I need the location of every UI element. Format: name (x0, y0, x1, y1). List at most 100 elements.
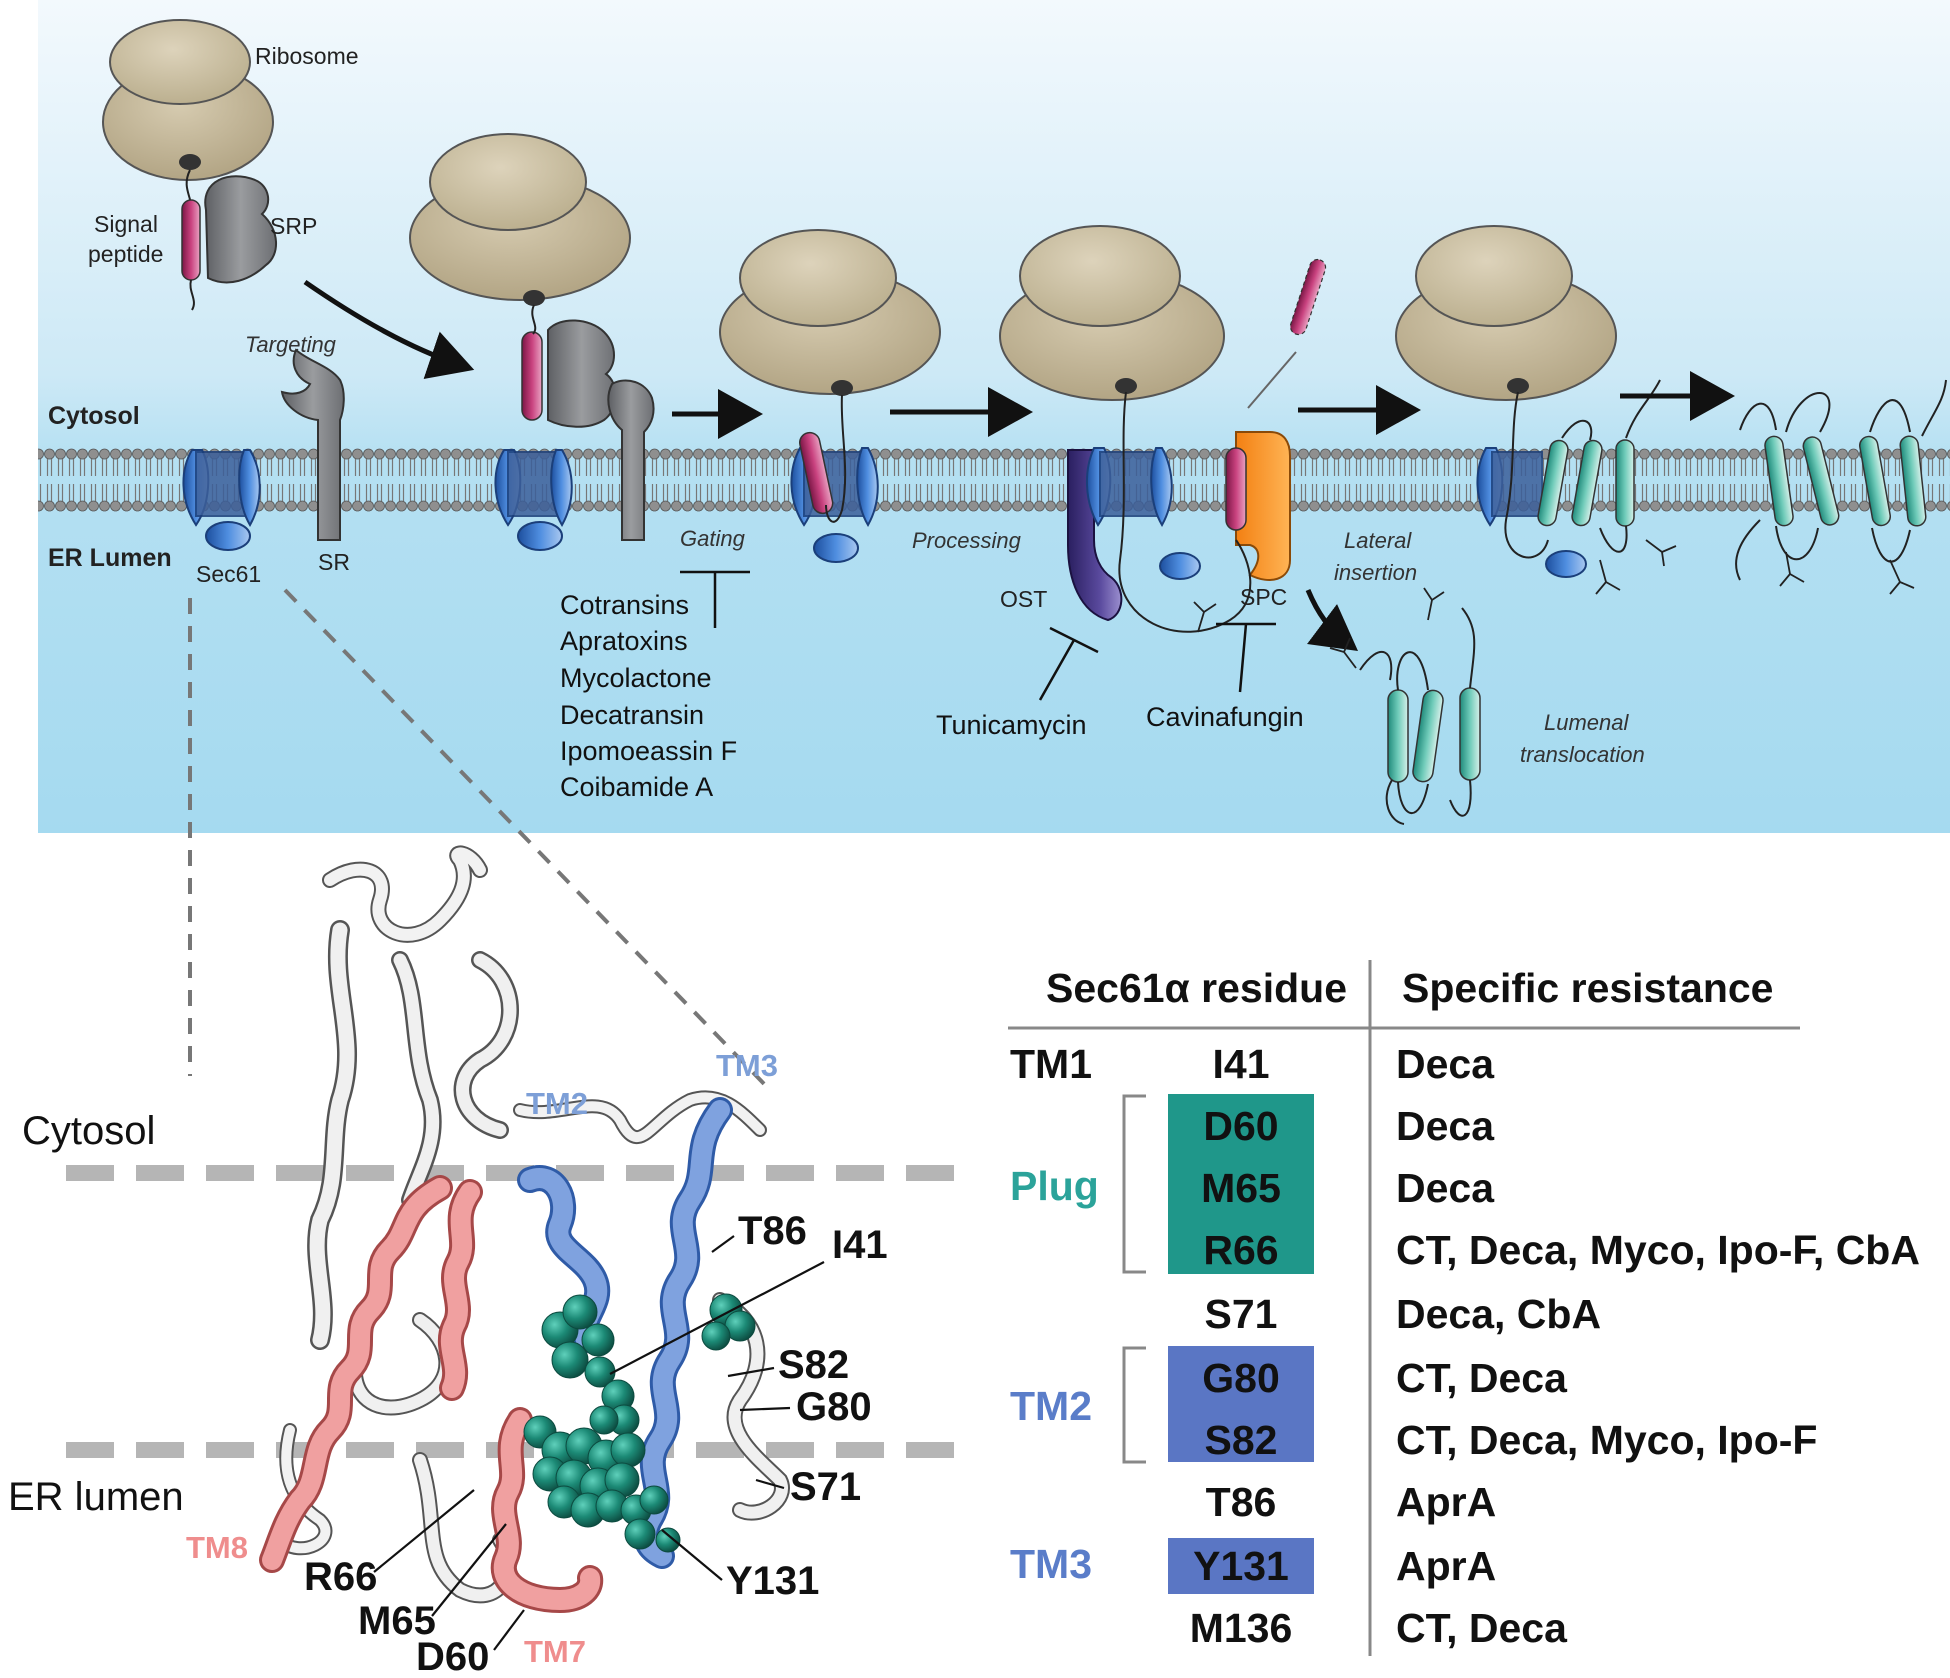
lateral-insertion-step (1395, 225, 1677, 595)
inhibitor-mycolactone: Mycolactone (560, 663, 712, 693)
signal-peptide-label-2: peptide (88, 241, 163, 267)
gating-inhibition-bar (680, 570, 750, 628)
ost-inhibition-bar (1038, 626, 1099, 701)
zoom-line-right (283, 588, 772, 1092)
ribosome-2-small (429, 133, 587, 231)
final-tm-helix-1 (1764, 435, 1794, 527)
gating-label: Gating (680, 526, 746, 551)
residue-label-y131: Y131 (726, 1559, 819, 1603)
lateral-insertion-label-1: Lateral (1344, 528, 1412, 553)
lumenal-protein: Lumenal translocation (1329, 587, 1645, 825)
final-tm-helix-3 (1858, 435, 1892, 527)
tunicamycin-label: Tunicamycin (936, 710, 1087, 740)
ribosome-exit-tunnel (179, 154, 201, 170)
tm3-label: TM3 (716, 1048, 778, 1083)
signal-peptide-4 (1225, 447, 1247, 531)
bracket-tm2 (1122, 1346, 1146, 1464)
highlight-y131 (1168, 1538, 1314, 1594)
table-rows: I41 Deca D60 Deca M65 Deca R66 CT, Deca,… (1190, 1041, 1920, 1651)
arrow-targeting (303, 279, 475, 380)
ribosome-2-exit (523, 290, 545, 306)
table-resistance-i41: Deca (1396, 1041, 1495, 1087)
top-panel: Ribosome Signal peptide SRP Sec61 SR Tar… (38, 0, 1950, 833)
final-glycans (1779, 551, 1915, 595)
table-resistance-t86: AprA (1396, 1479, 1496, 1525)
inhibitor-ipomoeassin-f: Ipomoeassin F (560, 736, 737, 766)
integrated-membrane-protein (1735, 379, 1947, 595)
lumenal-loops (1359, 607, 1476, 825)
table-header-residue: Sec61α residue (1046, 965, 1347, 1011)
table-residue-y131: Y131 (1193, 1543, 1289, 1589)
ribosome-3-exit (831, 380, 853, 396)
inhibitor-coibamide-a: Coibamide A (560, 772, 713, 802)
srp-receptor (280, 348, 345, 541)
cavinafungin-label: Cavinafungin (1146, 702, 1304, 732)
highlight-tm2 (1168, 1346, 1314, 1462)
group-label-plug: Plug (1010, 1163, 1099, 1209)
table-residue-d60: D60 (1203, 1103, 1278, 1149)
srp-2 (547, 319, 617, 428)
table-resistance-s82: CT, Deca, Myco, Ipo-F (1396, 1417, 1817, 1463)
residue-label-s71: S71 (790, 1465, 861, 1509)
table-resistance-g80: CT, Deca (1396, 1355, 1568, 1401)
residue-label-d60: D60 (416, 1635, 489, 1678)
group-label-tm3: TM3 (1010, 1541, 1092, 1587)
table-residue-m65: M65 (1201, 1165, 1281, 1211)
glycan-4 (1193, 601, 1217, 633)
tm8-label: TM8 (186, 1530, 248, 1565)
ribosome-5-small (1415, 225, 1573, 327)
signal-peptide-2 (521, 331, 543, 421)
residue-label-r66: R66 (304, 1555, 377, 1599)
lumenal-translocation-label-1: Lumenal (1544, 710, 1630, 735)
inhibitor-apratoxins: Apratoxins (560, 626, 688, 656)
residue-label-s82: S82 (778, 1343, 849, 1387)
resistance-residue-spheres (523, 1293, 756, 1553)
tm2-label: TM2 (526, 1086, 588, 1121)
signal-peptide (181, 199, 201, 281)
residue-label-t86: T86 (738, 1209, 807, 1253)
inhibitor-cotransins: Cotransins (560, 590, 689, 620)
ribosome-3-small (739, 229, 897, 327)
table-resistance-m136: CT, Deca (1396, 1605, 1568, 1651)
bracket-plug (1122, 1094, 1146, 1274)
er-lumen-label-top: ER Lumen (48, 544, 172, 572)
ribosome-small-subunit (109, 19, 251, 105)
ost (1067, 449, 1123, 622)
table-resistance-d60: Deca (1396, 1103, 1495, 1149)
table-resistance-y131: AprA (1396, 1543, 1496, 1589)
sec61-5-plug (1545, 550, 1587, 578)
glycans-5 (1595, 539, 1677, 595)
tm-helix-5b (1571, 439, 1603, 527)
nascent-chain-2 (531, 304, 537, 335)
sec61-structure-panel: Cytosol ER lumen (8, 845, 975, 1678)
spc (1235, 431, 1291, 581)
residue-label-i41: I41 (832, 1223, 888, 1267)
final-tm-helix-2 (1802, 436, 1840, 526)
final-loops (1735, 379, 1947, 581)
signal-peptide-label-1: Signal (94, 211, 158, 237)
lumenal-helix-1 (1387, 689, 1409, 783)
nascent-chain-3 (825, 394, 847, 523)
residue-label-m65: M65 (358, 1599, 436, 1643)
sec61-right-half (238, 449, 261, 527)
highlight-plug (1168, 1094, 1314, 1274)
sec61-5-core (1491, 451, 1543, 517)
lumenal-glycans (1329, 587, 1445, 669)
srp (204, 175, 278, 284)
gray-ribbon-backbone (273, 845, 790, 1604)
ribosome-4-exit (1115, 378, 1137, 394)
residue-leader-lines (373, 1235, 825, 1651)
tm7-tm8-helices (259, 1175, 604, 1614)
sec61-4-plug (1159, 552, 1201, 580)
table-resistance-r66: CT, Deca, Myco, Ipo-F, CbA (1396, 1227, 1920, 1273)
spc-label: SPC (1240, 584, 1287, 610)
cleaved-peptide-line (1247, 351, 1297, 409)
sec61-sr-step: Sec61 SR Targeting Cytosol ER Lumen (48, 332, 350, 587)
sec61-3-plug (813, 533, 859, 563)
signal-peptide-tail (189, 279, 195, 311)
nascent-chain-5 (1504, 379, 1661, 559)
table-resistance-m65: Deca (1396, 1165, 1495, 1211)
srp-receptor-2 (607, 379, 655, 541)
tm-helix-5c (1615, 439, 1635, 527)
